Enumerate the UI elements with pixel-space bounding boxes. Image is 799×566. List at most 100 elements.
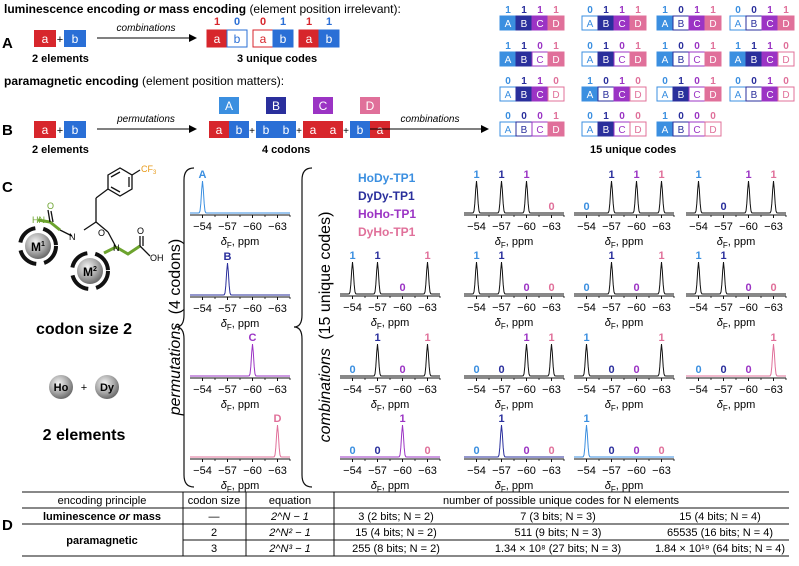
code-letter: A [587,125,594,136]
x-tick-label: −54 [689,384,708,396]
peak-label: 0 [548,201,554,213]
codon-cell [209,121,229,138]
code-letter: b [280,32,287,46]
x-axis-label: δF, ppm [605,236,644,250]
code-letter: A [735,90,742,101]
peak-label: 1 [583,332,589,344]
table-principle: luminescence or mass [43,511,161,523]
codon-letter: A [225,99,233,113]
x-tick-label: −54 [577,465,596,477]
x-axis-label: δF, ppm [495,317,534,331]
svg-text:Ho: Ho [54,382,69,394]
table-cell: 65535 (16 bits; N = 4) [667,527,773,539]
x-axis-label: δF, ppm [371,317,410,331]
x-tick-label: −57 [218,303,237,315]
code-cell [547,15,565,31]
code-letter: C [693,55,700,66]
code-cell [629,51,647,67]
x-tick-label: −63 [418,384,437,396]
peak-label: 1 [720,250,726,262]
code-bit: 0 [587,111,593,122]
x-tick-label: −60 [393,384,412,396]
x-tick-label: −63 [542,221,561,233]
brace-middle [293,167,313,488]
code-bit: 1 [710,41,716,52]
code-cell [704,121,722,137]
peak-label: 1 [633,169,639,181]
code-letter: C [618,90,625,101]
x-tick-label: −63 [652,221,671,233]
x-tick-label: −60 [739,384,758,396]
peak-label: 1 [770,169,776,181]
peak-label: 1 [745,169,751,181]
code-bit: 1 [603,111,609,122]
code-bit: 0 [619,41,625,52]
code-letter: D [634,125,641,136]
x-tick-label: −57 [602,302,621,314]
spectrum-trace [514,343,540,377]
x-tick-label: −63 [268,221,287,233]
peak-label: 1 [523,332,529,344]
codon-cell-letter: a [377,123,384,137]
code-bit: 0 [260,16,266,28]
table-size: 2 [211,527,217,539]
x-tick-label: −60 [517,384,536,396]
spectrum-trace [390,424,416,458]
code-cell [318,29,340,48]
x-tick-label: −57 [218,465,237,477]
x-tick-label: −57 [218,384,237,396]
n-label-2: N [113,243,120,253]
n-label-1: N [69,232,76,242]
nh-label: HN [32,215,45,225]
code-letter: C [536,55,543,66]
code-letter: D [552,90,559,101]
plus-sign: + [81,382,87,394]
codon-cell-letter: b [263,123,270,137]
x-tick-label: −57 [602,465,621,477]
code-bit: 1 [619,5,625,16]
code-letter: B [678,90,685,101]
table-header: encoding principle [58,495,147,507]
spectrum-trace [415,343,440,377]
x-tick-label: −54 [343,302,362,314]
x-tick-label: −57 [602,384,621,396]
peak-label: 0 [633,445,639,457]
x-tick-label: −54 [343,384,362,396]
code-bit: 1 [767,76,773,87]
code-cell [629,15,647,31]
spectrum-trace [464,261,490,295]
x-axis-label: δF, ppm [605,399,644,413]
x-tick-label: −63 [542,384,561,396]
code-bit: 1 [521,41,527,52]
code-bit: 1 [635,41,641,52]
peak-label: 0 [658,445,664,457]
peak-label: 0 [473,364,479,376]
table-cell: 1.84 × 10¹⁹ (64 bits; N = 4) [655,543,785,555]
x-tick-label: −54 [193,465,212,477]
legend-entry: DyDy-TP1 [358,189,415,203]
table-equation: 2^N − 1 [270,511,309,523]
peak-label: 1 [374,332,380,344]
code-bit: 0 [678,111,684,122]
peak-label: 0 [770,282,776,294]
o-label-2: O [47,201,54,211]
x-axis-label: δF, ppm [717,236,756,250]
code-letter: B [678,125,685,136]
code-letter: C [693,125,700,136]
x-tick-label: −60 [243,384,262,396]
code-cell [777,86,795,102]
x-tick-label: −63 [268,465,287,477]
spectrum-trace [489,424,515,458]
x-tick-label: −60 [243,303,262,315]
peak-label: 1 [424,332,430,344]
x-tick-label: −60 [243,221,262,233]
spectrum-trace [711,261,737,295]
x-tick-label: −57 [714,384,733,396]
panel-a-arrow-label: combinations [117,23,176,34]
code-cell [777,51,795,67]
